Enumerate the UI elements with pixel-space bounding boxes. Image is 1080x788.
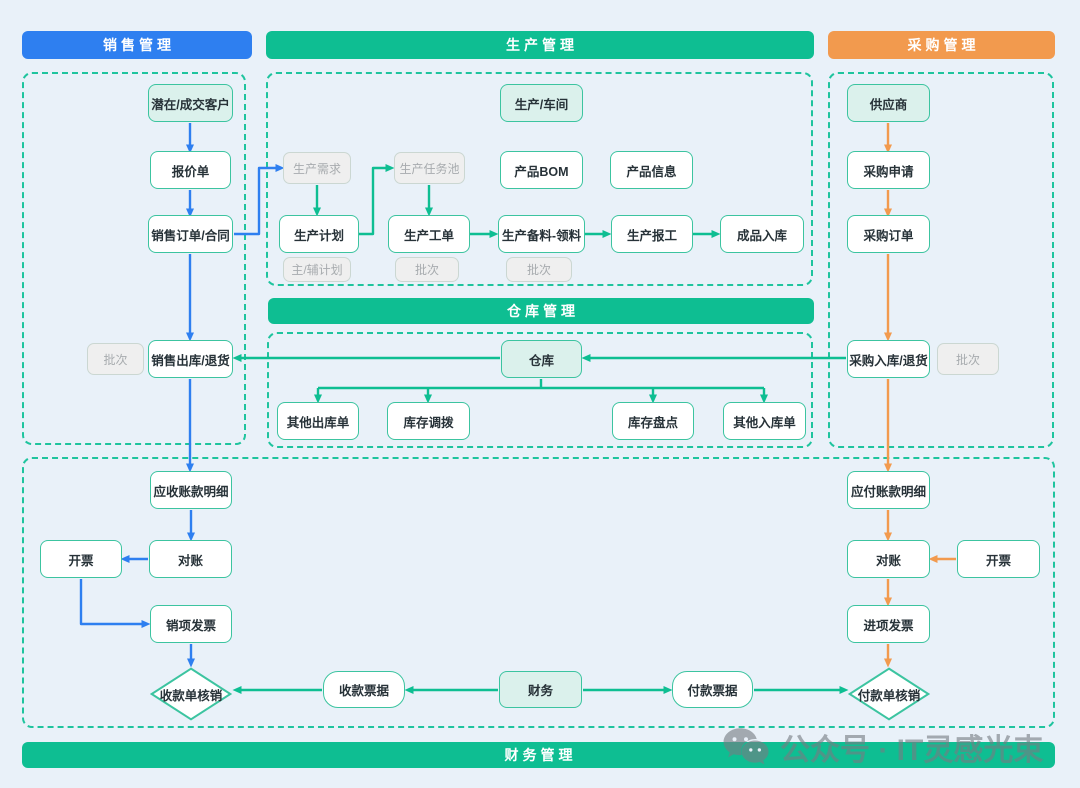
node-reconciliation-left: 对账 [149,540,232,578]
node-purchase-order: 采购订单 [847,215,930,253]
container-production [266,72,813,286]
node-invoice-issue-left: 开票 [40,540,122,578]
edges-sales [79,123,285,668]
container-warehouse [267,332,813,448]
node-batch-work-order: 批次 [395,257,459,282]
node-invoice-issue-right: 开票 [957,540,1040,578]
node-label: 收款单核销 [159,688,223,703]
node-finished-goods-inbound: 成品入库 [720,215,804,253]
node-other-inbound: 其他入库单 [723,402,806,440]
node-batch-sales: 批次 [87,343,144,375]
node-sales-order: 销售订单/合同 [148,215,233,253]
node-reconciliation-right: 对账 [847,540,930,578]
node-production-plan: 生产计划 [279,215,359,253]
node-batch-purchase: 批次 [937,343,999,375]
node-product-info: 产品信息 [610,151,693,189]
node-receipt-verification: 收款单核销 [150,667,232,721]
node-supplier: 供应商 [847,84,930,122]
node-input-invoice: 进项发票 [847,605,930,643]
node-main-aux-plan: 主/辅计划 [283,257,351,282]
node-production-task-pool: 生产任务池 [394,152,465,184]
node-material-picking: 生产备料-领料 [498,215,585,253]
node-warehouse: 仓库 [501,340,582,378]
node-inventory-transfer: 库存调拨 [387,402,470,440]
banner-purchase: 采购管理 [828,31,1055,59]
container-purchase [828,72,1054,448]
node-ar-details: 应收账款明细 [150,471,232,509]
banner-production: 生产管理 [266,31,814,59]
node-purchase-inbound: 采购入库/退货 [847,340,930,378]
node-production-reporting: 生产报工 [611,215,693,253]
node-product-bom: 产品BOM [500,151,583,189]
node-receipt-bill: 收款票据 [323,671,405,708]
node-inventory-count: 库存盘点 [612,402,694,440]
node-purchase-request: 采购申请 [847,151,930,189]
node-batch-picking: 批次 [506,257,572,282]
node-potential-customers: 潜在/成交客户 [148,84,233,122]
node-production-demand: 生产需求 [283,152,351,184]
diamond-shape [848,667,930,721]
node-ap-details: 应付账款明细 [847,471,930,509]
container-finance [22,457,1055,728]
node-production-workshop: 生产/车间 [500,84,583,122]
node-finance: 财务 [499,671,582,708]
container-sales [22,72,246,445]
edges-purchase [884,123,956,668]
node-sales-outbound: 销售出库/退货 [148,340,233,378]
node-production-work-order: 生产工单 [388,215,470,253]
node-payment-bill: 付款票据 [672,671,753,708]
node-quotation: 报价单 [150,151,231,189]
node-payment-verification: 付款单核销 [848,667,930,721]
edges-production-warehouse [232,164,849,694]
node-label: 付款单核销 [857,688,921,703]
banner-finance: 财务管理 [22,742,1055,768]
node-other-outbound: 其他出库单 [277,402,359,440]
node-sales-invoice: 销项发票 [150,605,232,643]
banner-sales: 销售管理 [22,31,252,59]
banner-warehouse: 仓库管理 [268,298,814,324]
diamond-shape [150,667,232,721]
